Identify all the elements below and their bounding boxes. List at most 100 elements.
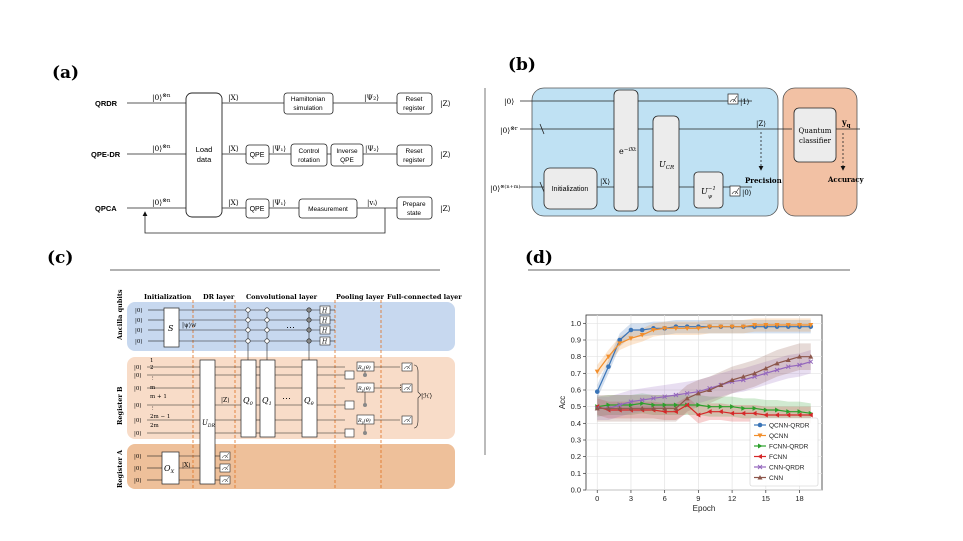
control-dot xyxy=(245,307,251,313)
b-input-1: |0⟩ xyxy=(504,97,514,106)
data-point xyxy=(662,409,667,415)
h-gate-2 xyxy=(319,325,331,335)
section-pooling: Pooling layer xyxy=(336,293,384,301)
rega-ket-0: |0⟩ xyxy=(134,453,142,460)
data-point xyxy=(650,405,656,411)
h-gate-3 xyxy=(319,336,331,346)
psi-w-label: |ψ⟩w xyxy=(182,322,197,329)
panel-c-circuit: Initialization DR layer Convolutional la… xyxy=(116,289,462,490)
control-dot xyxy=(306,327,312,333)
regb-index-6: 2m − 1 xyxy=(150,414,170,420)
data-point xyxy=(639,397,645,403)
ancilla-ket-2: |0⟩ xyxy=(135,327,143,334)
regb-ket-1: |0⟩ xyxy=(134,372,142,379)
data-point xyxy=(617,337,623,343)
ucr-label: UCR xyxy=(659,160,674,171)
qpe-box-1 xyxy=(245,144,270,165)
regb-index-0: 1 xyxy=(150,358,154,364)
reset-register-box-1 xyxy=(396,92,433,115)
confidence-band xyxy=(597,396,811,424)
pool-meter-icon-1 xyxy=(344,400,355,410)
regb-index-1: 2 xyxy=(150,365,154,371)
upsi-box xyxy=(693,171,724,209)
h-state: |ℋ⟩ xyxy=(421,392,432,400)
row-label-qpe-dr: QPE-DR xyxy=(91,150,121,159)
rega-ket-2: |0⟩ xyxy=(134,477,142,484)
data-point xyxy=(695,326,701,331)
data-point xyxy=(763,365,769,371)
y-tick-label: 0.1 xyxy=(571,469,581,478)
load-data-box xyxy=(185,92,223,218)
measurement-box xyxy=(298,198,358,219)
initialization-box xyxy=(543,167,598,210)
data-point xyxy=(763,370,769,376)
confidence-band xyxy=(597,343,811,422)
u-dr-gate xyxy=(199,359,216,485)
legend-entry: CNN xyxy=(754,475,783,482)
qpca-psi1: |Ψ₁⟩ xyxy=(272,199,286,207)
quantum-classifier-box xyxy=(793,107,837,163)
regb-ket-5: |0⟩ xyxy=(134,430,142,437)
hamiltonian-line2: simulation xyxy=(293,105,323,112)
y-tick-label: 0.5 xyxy=(571,402,581,411)
reset-line2-b: register xyxy=(403,157,426,164)
legend-entry: QCNN-QRDR xyxy=(754,423,810,430)
inverse-line1: Inverse xyxy=(336,148,358,155)
data-point xyxy=(740,410,746,416)
q1-label: Q1 xyxy=(262,396,272,407)
ry-gate-0 xyxy=(356,361,375,372)
control-dot xyxy=(245,338,251,344)
data-point xyxy=(808,359,814,365)
control-dot xyxy=(264,317,270,323)
series-qcnn xyxy=(594,323,814,375)
data-point xyxy=(763,407,769,413)
section-full-connected: Full-connected layer xyxy=(387,293,462,301)
data-point xyxy=(774,367,780,373)
data-point xyxy=(763,323,769,328)
x-tick-label: 0 xyxy=(595,494,599,503)
regb-ket-2: |0⟩ xyxy=(134,385,142,392)
data-point xyxy=(662,402,668,408)
x-axis-label: Epoch xyxy=(693,504,716,513)
y-tick-label: 0.9 xyxy=(571,336,581,345)
ry-gate-1 xyxy=(356,382,375,393)
data-point xyxy=(741,405,746,411)
h-gate-label-2: H xyxy=(321,328,328,335)
b-z-state: |Z⟩ xyxy=(756,120,766,128)
data-point xyxy=(763,412,768,418)
regb-index-3: m xyxy=(150,385,156,391)
panel-label-c: (c) xyxy=(47,248,73,268)
data-point xyxy=(808,412,813,418)
x-tick-label: 6 xyxy=(663,494,667,503)
data-point xyxy=(785,364,791,370)
prepare-state-box xyxy=(396,196,433,220)
legend-entry: CNN-QRDR xyxy=(754,465,805,472)
pool-control-dot xyxy=(363,373,367,377)
control-dot xyxy=(306,307,312,313)
meter-icon-b2 xyxy=(729,185,741,197)
row-label-qrdr: QRDR xyxy=(95,99,118,108)
data-point xyxy=(718,409,723,415)
data-point xyxy=(651,402,656,408)
y-tick-label: 0.6 xyxy=(571,386,581,395)
reset-line1-b: Reset xyxy=(406,148,423,155)
ancilla-label: Ancilla qubits xyxy=(116,289,124,341)
data-point xyxy=(639,333,645,338)
data-point xyxy=(662,394,668,400)
data-point xyxy=(606,402,611,408)
data-point xyxy=(650,328,656,333)
section-initialization: Initialization xyxy=(144,293,192,301)
regb-index-4: m + 1 xyxy=(150,394,167,400)
ox-gate xyxy=(161,451,180,485)
qpca-vi: |vᵢ⟩ xyxy=(367,199,378,207)
y-tick-label: 0.8 xyxy=(571,352,581,361)
y-tick-label: 0.2 xyxy=(571,452,581,461)
data-point xyxy=(695,390,701,396)
load-data-line1: Load xyxy=(196,145,213,154)
data-point xyxy=(696,402,701,408)
legend-entry: FCNN-QRDR xyxy=(754,443,809,451)
data-point xyxy=(651,395,656,401)
